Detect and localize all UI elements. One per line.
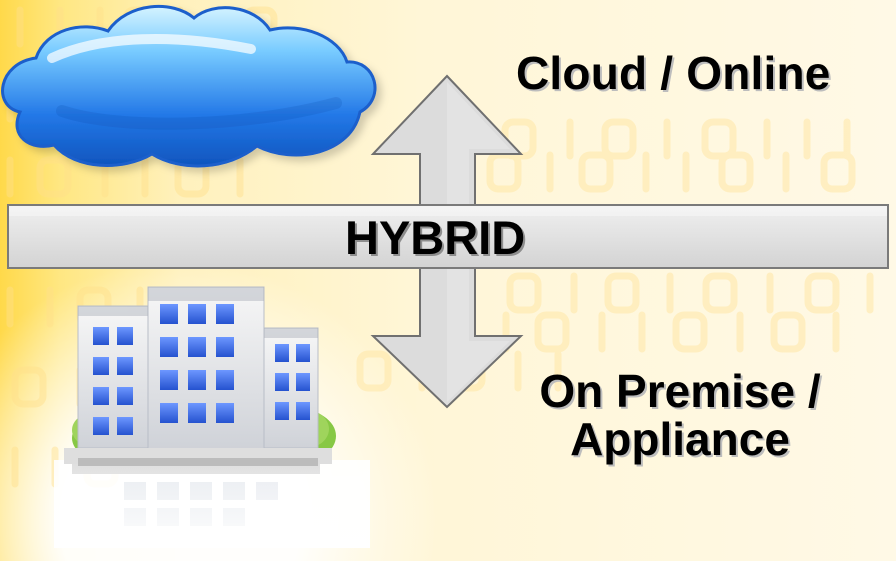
cloud-online-label: Cloud / Online (516, 47, 831, 99)
hybrid-label: HYBRID (345, 211, 526, 264)
building-reflection (54, 460, 370, 548)
office-building-icon (64, 286, 336, 466)
on-premise-line-1: On Premise / (539, 365, 821, 417)
on-premise-line-2: Appliance (570, 412, 790, 465)
hybrid-band (7, 204, 889, 269)
on-premise-appliance-label: On Premise / Appliance (500, 365, 860, 465)
cloud-icon (1, 5, 377, 168)
